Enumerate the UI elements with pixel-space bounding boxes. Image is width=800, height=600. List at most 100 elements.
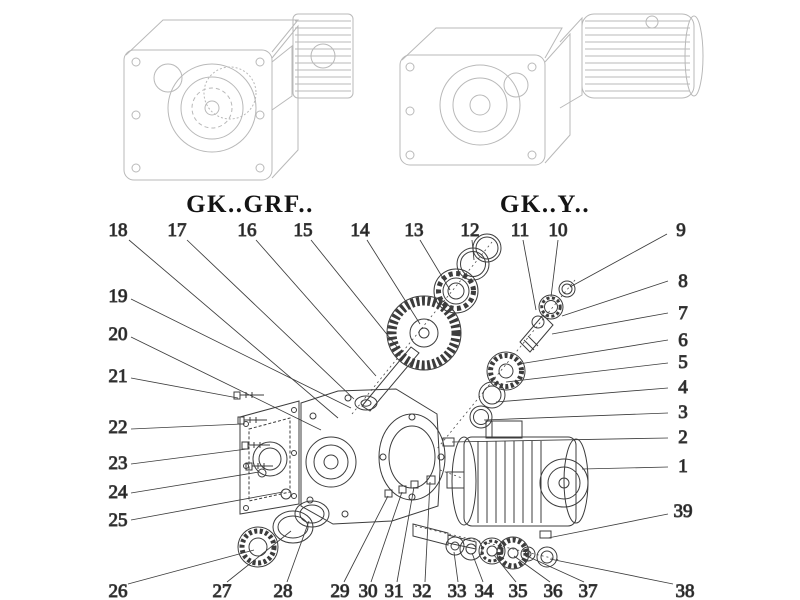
input-seal-ring [469, 405, 493, 429]
output-bearing [433, 268, 479, 314]
callout-number-18: 18 [109, 220, 128, 241]
motor-fan-cover [539, 458, 589, 508]
callout-number-23: 23 [109, 453, 128, 474]
callout-number-14: 14 [351, 220, 371, 241]
motor-shaft [446, 471, 465, 489]
callout-number-32: 32 [413, 581, 432, 600]
leader-line-5 [505, 362, 669, 383]
input-gear [486, 351, 526, 391]
callout-number-38: 38 [676, 581, 695, 600]
callout-number-8: 8 [678, 271, 688, 292]
callout-number-7: 7 [678, 303, 688, 324]
exploded-bottom-shaft-assembly [412, 523, 558, 570]
leader-line-26 [127, 549, 255, 585]
callout-number-28: 28 [274, 581, 293, 600]
leader-line-15 [310, 239, 399, 349]
callout-layer: 1234567891011121314151617181920212223242… [108, 220, 695, 600]
shaft-end-ring [536, 546, 558, 568]
leader-line-31 [396, 486, 415, 583]
leader-line-37 [528, 556, 585, 583]
output-gear [386, 295, 462, 371]
callout-number-36: 36 [544, 581, 563, 600]
callout-number-5: 5 [678, 352, 688, 373]
callout-number-6: 6 [678, 330, 688, 351]
callout-number-26: 26 [109, 581, 128, 600]
leader-line-24 [130, 471, 260, 494]
leader-line-17 [186, 239, 355, 400]
callout-number-9: 9 [676, 220, 686, 241]
callout-number-17: 17 [168, 220, 187, 241]
callout-number-20: 20 [109, 324, 128, 345]
input-pinion-shaft [519, 314, 554, 353]
callout-number-4: 4 [678, 377, 688, 398]
exploded-input-stack [469, 280, 576, 429]
leader-line-32 [424, 481, 431, 583]
leader-line-1 [581, 466, 669, 470]
callout-number-16: 16 [238, 220, 257, 241]
callout-number-1: 1 [678, 456, 688, 477]
callout-number-30: 30 [359, 581, 378, 600]
leader-line-4 [495, 387, 669, 403]
axis-bottom-shaft [414, 525, 561, 561]
leader-line-13 [419, 239, 451, 291]
callout-number-33: 33 [448, 581, 467, 600]
motor-terminal-box [485, 420, 523, 439]
leader-line-16 [255, 239, 377, 377]
callout-number-11: 11 [511, 220, 529, 241]
seal-ring-inner [294, 500, 330, 528]
model-title-gkgrf: GK..GRF.. [186, 191, 314, 218]
leader-line-25 [130, 491, 284, 521]
exploded-bolts [233, 391, 273, 471]
leader-line-20 [130, 336, 322, 431]
shaft-spacer [520, 546, 536, 562]
callout-number-3: 3 [678, 402, 688, 423]
callout-number-37: 37 [579, 581, 598, 600]
leader-line-29 [343, 495, 389, 583]
callout-number-19: 19 [109, 286, 128, 307]
leader-line-30 [370, 491, 403, 583]
callout-number-21: 21 [109, 366, 128, 387]
motor-flange [451, 436, 477, 526]
leader-line-27 [226, 530, 292, 583]
callout-number-10: 10 [549, 220, 568, 241]
callout-number-12: 12 [461, 220, 480, 241]
leader-line-8 [561, 280, 669, 317]
leader-line-9 [569, 233, 668, 288]
leader-line-10 [550, 239, 559, 298]
shaft-key [539, 530, 552, 539]
output-shaft [361, 346, 420, 412]
bottom-shaft [412, 523, 449, 546]
leader-line-11 [522, 239, 537, 311]
input-washer [478, 381, 506, 409]
callout-number-39: 39 [674, 501, 693, 522]
gearbox-drawing-gky [399, 13, 704, 166]
leader-line-28 [286, 520, 310, 583]
callout-number-35: 35 [509, 581, 528, 600]
callout-number-13: 13 [405, 220, 424, 241]
callout-number-34: 34 [475, 581, 495, 600]
leader-line-23 [130, 448, 248, 465]
leader-line-3 [483, 412, 669, 421]
leader-line-2 [451, 437, 669, 443]
callout-number-29: 29 [331, 581, 350, 600]
exploded-seal-rings [237, 500, 330, 568]
leader-line-22 [130, 423, 243, 430]
leader-line-18 [128, 239, 339, 419]
exploded-fasteners [384, 437, 455, 498]
leader-line-7 [551, 312, 669, 335]
callout-number-31: 31 [385, 581, 404, 600]
axis-motor-mount [439, 469, 463, 479]
bottom-bearing [237, 526, 279, 568]
callout-number-24: 24 [109, 482, 129, 503]
input-snap-ring [558, 280, 576, 298]
gearbox-drawing-gkgrf [123, 13, 354, 181]
callout-number-15: 15 [294, 220, 313, 241]
shaft-bearing [478, 537, 506, 565]
callout-number-27: 27 [213, 581, 232, 600]
exploded-housing [300, 388, 446, 525]
leader-line-21 [130, 377, 239, 399]
leader-line-14 [366, 239, 421, 325]
callout-number-22: 22 [109, 417, 128, 438]
leader-line-34 [471, 552, 484, 583]
leader-line-6 [518, 339, 669, 365]
